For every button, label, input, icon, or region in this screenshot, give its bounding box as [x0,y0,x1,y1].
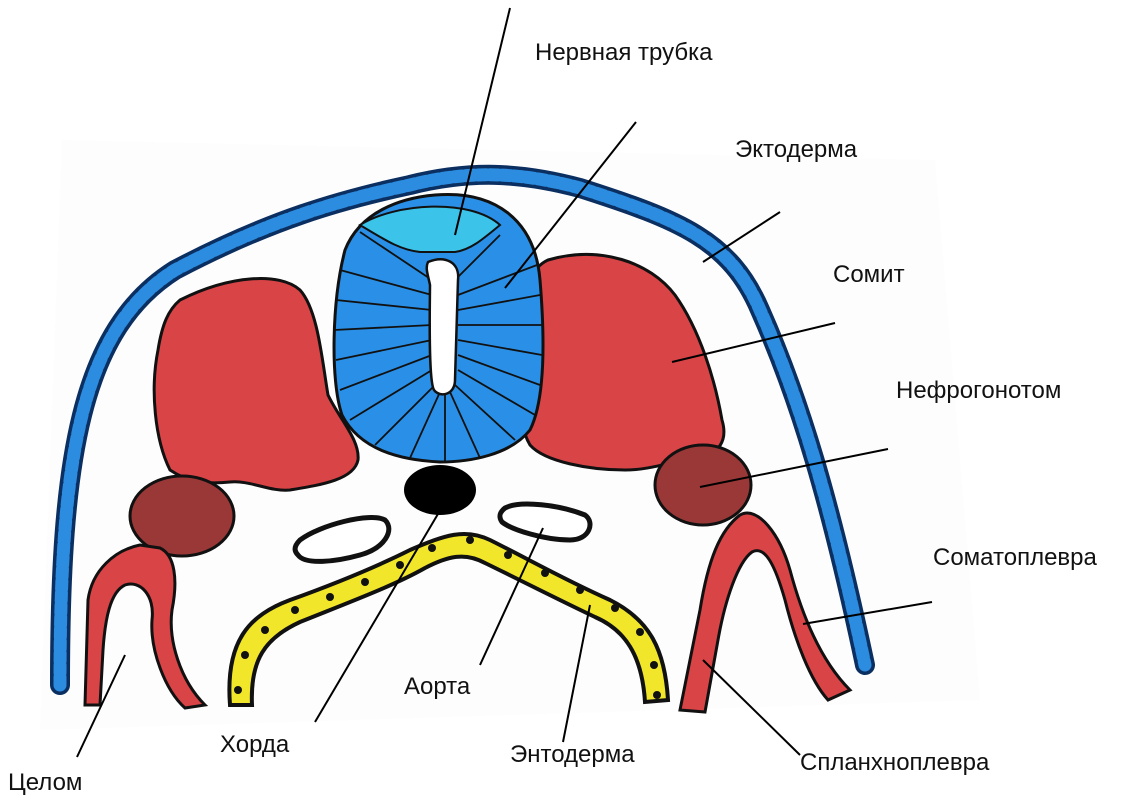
notochord [404,465,476,515]
label-ectoderm: Эктодерма [735,136,858,163]
label-somite: Сомит [833,261,905,288]
nephrogonotome-right [655,445,751,525]
label-notochord: Хорда [220,731,290,758]
label-somatopleure: Соматоплевра [933,544,1098,571]
label-aorta: Аорта [404,673,471,700]
label-splanchnopleure: Спланхноплевра [800,749,990,776]
nephrogonotome-left [130,476,234,556]
neural-tube [334,194,543,462]
label-neural-tube: Нервная трубка [535,39,713,66]
label-coelom: Целом [8,769,82,796]
label-endoderm: Энтодерма [510,741,635,768]
label-nephrogonotome: Нефрогонотом [896,377,1061,404]
